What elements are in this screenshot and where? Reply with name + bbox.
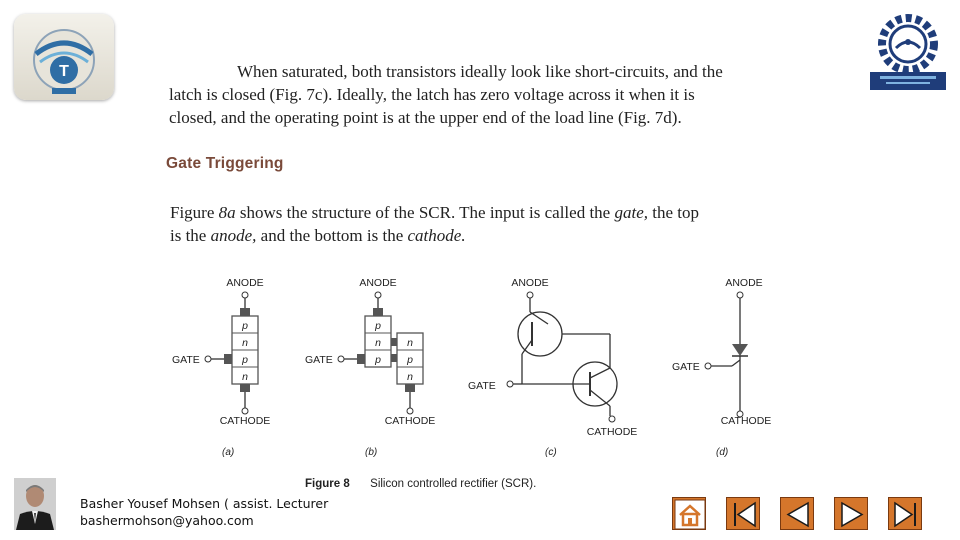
p2-figure-ref: 8a (218, 203, 236, 222)
anode-label-c: ANODE (511, 277, 548, 289)
p2-text: Figure (170, 203, 219, 222)
cathode-label-b: CATHODE (385, 415, 436, 427)
cathode-label-d: CATHODE (721, 415, 772, 427)
layer-b-left-2: n (375, 337, 381, 349)
footer-author: Basher Yousef Mohsen ( assist. Lecturer (80, 496, 329, 511)
cathode-label-c: CATHODE (587, 426, 638, 438)
paragraph-1-line-1: When saturated, both transistors ideally… (237, 62, 723, 81)
layer-b-right-3: n (407, 371, 413, 383)
p2-text: shows the structure of the SCR. The inpu… (235, 203, 615, 222)
svg-text:T: T (59, 63, 69, 80)
paragraph-2-line-2: is the anode, and the bottom is the cath… (170, 224, 466, 247)
figure-d: ANODE GATE CATHODE (d) (672, 277, 771, 458)
anode-label-d: ANODE (725, 277, 762, 289)
first-page-icon (734, 501, 756, 528)
home-icon (674, 499, 706, 530)
layer-b-right-2: p (406, 354, 413, 366)
sub-label-b: (b) (365, 447, 377, 458)
previous-button[interactable] (780, 497, 814, 530)
paragraph-2-line-1: Figure 8a shows the structure of the SCR… (170, 201, 699, 224)
caption-number: 8 (343, 478, 350, 490)
figure-caption: Figure 8 Silicon controlled rectifier (S… (305, 478, 536, 490)
figure-b: ANODE p n p n p n GATE CATHODE (305, 277, 435, 458)
anode-label-a: ANODE (226, 277, 263, 289)
last-page-icon (894, 501, 916, 528)
layer-a-2: n (242, 337, 248, 349)
next-icon (841, 501, 864, 528)
sub-label-d: (d) (716, 447, 728, 458)
first-page-button[interactable] (726, 497, 760, 530)
home-button[interactable] (672, 497, 706, 530)
last-page-button[interactable] (888, 497, 922, 530)
p2-text: is the (170, 226, 211, 245)
p2-text: and the bottom is the (256, 226, 408, 245)
p2-gate-term: gate, (614, 203, 648, 222)
anode-label-b: ANODE (359, 277, 396, 289)
p2-anode-term: anode, (210, 226, 257, 245)
paragraph-1-line-3: closed, and the operating point is at th… (169, 108, 682, 127)
figure-a: ANODE p n p n GATE CATHODE (a) (172, 277, 270, 458)
layer-b-left-1: p (374, 320, 381, 332)
section-heading: Gate Triggering (166, 155, 284, 172)
scr-figure: ANODE p n p n GATE CATHODE (a) ANODE (172, 277, 771, 458)
layer-b-right-1: n (407, 337, 413, 349)
p2-text: the top (648, 203, 699, 222)
p2-cathode-term: cathode. (407, 226, 466, 245)
previous-icon (786, 501, 809, 528)
layer-a-4: n (242, 371, 248, 383)
layer-a-1: p (241, 320, 248, 332)
footer-email[interactable]: bashermohson@yahoo.com (80, 513, 254, 528)
gate-label-c: GATE (468, 380, 496, 392)
gate-label-b: GATE (305, 354, 333, 366)
sub-label-a: (a) (222, 447, 234, 458)
gate-label-d: GATE (672, 361, 700, 373)
caption-text: Silicon controlled rectifier (SCR). (370, 478, 537, 490)
next-button[interactable] (834, 497, 868, 530)
author-avatar (14, 478, 56, 530)
layer-a-3: p (241, 354, 248, 366)
caption-label: Figure (305, 478, 341, 490)
layer-b-left-3: p (374, 354, 381, 366)
sub-label-c: (c) (545, 447, 557, 458)
cathode-label-a: CATHODE (220, 415, 271, 427)
paragraph-1-line-2: latch is closed (Fig. 7c). Ideally, the … (169, 85, 695, 104)
college-logo (866, 8, 950, 94)
gate-label-a: GATE (172, 354, 200, 366)
figure-c: ANODE GATE CATHODE (c) (468, 277, 637, 458)
university-logo: T (14, 14, 114, 100)
